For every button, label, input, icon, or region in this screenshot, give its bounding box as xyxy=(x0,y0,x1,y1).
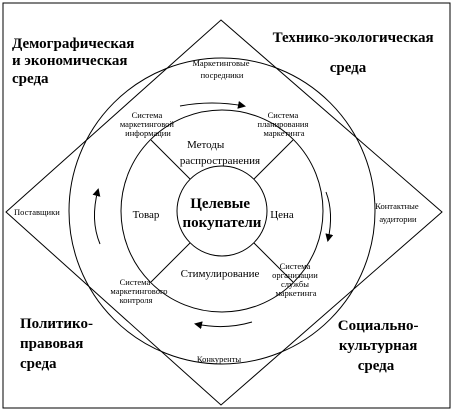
divider-line-ne xyxy=(253,139,294,180)
middle-label-planning-system: Система планирования маркетинга xyxy=(258,110,311,138)
inner-label-promotion: Стимулирование xyxy=(181,268,260,280)
corner-top-right: Технико-экологическая среда xyxy=(273,30,438,76)
inner-label-price: Цена xyxy=(270,209,294,221)
inner-label-product: Товар xyxy=(133,209,160,221)
cycle-arrow-bottom xyxy=(194,321,253,330)
divider-line-nw xyxy=(150,139,191,180)
corner-bottom-right: Социально- культурная среда xyxy=(338,318,423,374)
middle-label-control-system: Система маркетингового контроля xyxy=(110,277,169,305)
inner-label-distribution: Методы распространения xyxy=(180,139,260,167)
outer-frame xyxy=(2,2,451,409)
outer-label-contact-audiences: Контактные аудитории xyxy=(375,201,421,224)
cycle-arrow-top xyxy=(179,100,246,109)
divider-line-sw xyxy=(150,242,191,283)
outer-label-suppliers: Поставщики xyxy=(14,207,60,217)
cycle-arrow-right xyxy=(325,191,334,242)
center-label-target-customers: Целевые покупатели xyxy=(183,196,262,231)
middle-circle xyxy=(120,109,324,313)
middle-label-info-system: Система маркетинговой информации xyxy=(120,110,176,138)
outer-label-competitors: Конкуренты xyxy=(197,354,242,364)
corner-bottom-left: Политико- правовая среда xyxy=(20,316,97,372)
outer-label-marketing-intermediaries: Маркетинговые посредники xyxy=(192,58,251,80)
cycle-arrow-left xyxy=(92,188,101,245)
divider-line-se xyxy=(253,242,294,283)
corner-top-left: Демографическая и экономическая среда xyxy=(12,36,138,87)
outer-circle xyxy=(68,57,376,365)
middle-label-organization-system: Система организации службы маркетинга xyxy=(272,261,320,298)
center-circle xyxy=(176,165,268,257)
environment-diamond xyxy=(5,19,443,406)
